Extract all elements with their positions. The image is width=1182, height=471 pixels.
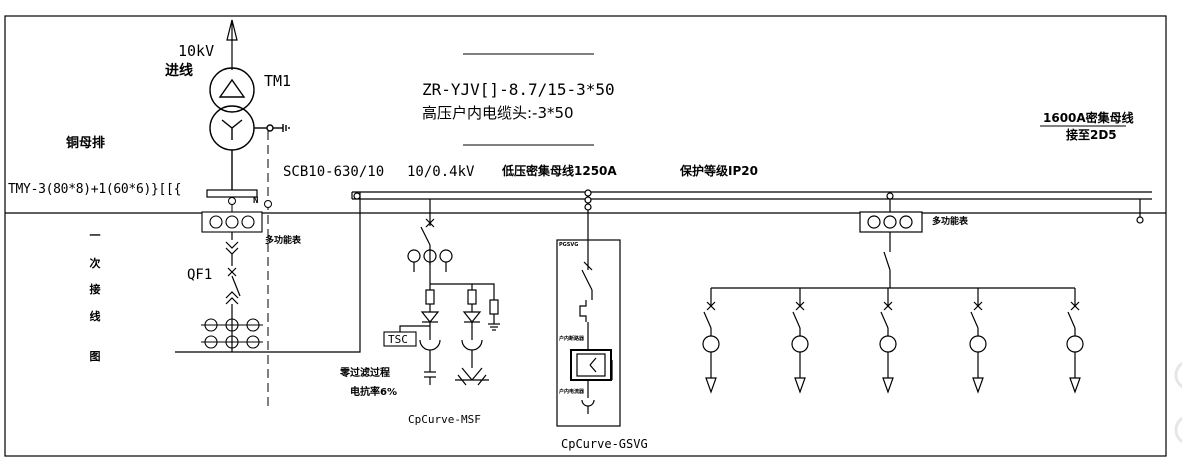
low-voltage-busbar (351, 191, 1152, 200)
feeder-2 (791, 288, 809, 394)
breaker-qf1-symbol (225, 232, 241, 352)
neutral-label: N (253, 196, 259, 206)
msf-note-1: 零过滤过程 (340, 368, 390, 379)
feeder-4 (969, 288, 987, 394)
busway-title: 1600A密集母线 (1043, 111, 1134, 125)
side-title-char: 次 (89, 257, 101, 270)
incoming-label: 进线 (165, 63, 193, 79)
side-title-char: 线 (89, 310, 101, 323)
gsvg-tag-top: PGSVG (559, 242, 579, 248)
gsvg-tag-bottom: 户内电流器 (559, 389, 585, 395)
transformer-tm1-symbol (209, 67, 290, 190)
protection-level-label: 保护等级IP20 (680, 164, 758, 178)
meter-label-1: 多功能表 (265, 236, 302, 246)
lv-connection-line (175, 192, 361, 353)
decorative-circle (1174, 361, 1182, 389)
gsvg-cabinet (556, 189, 621, 427)
tsc-box (383, 331, 417, 347)
feeder-3 (879, 288, 897, 394)
msf-note-2: 电抗率6% (350, 387, 397, 398)
incoming-voltage-label: 10kV (178, 42, 215, 60)
busway-connect: 接至2D5 (1066, 128, 1117, 142)
gsvg-tag-mid: 户内断路器 (559, 336, 585, 342)
copper-busbar-title: 铜母排 (66, 136, 106, 151)
copper-busbar-spec: TMY-3(80*8)+1(60*6)}[[{ (8, 182, 182, 197)
drawing-border (4, 15, 1167, 457)
transformer-model: SCB10-630/10 (283, 164, 385, 180)
cable-head-spec: 高压户内电缆头:-3*50 (422, 104, 574, 122)
transformer-ratio: 10/0.4kV (407, 164, 475, 180)
side-title-char: 一 (89, 229, 101, 242)
transformer-tag: TM1 (264, 72, 292, 90)
tsc-label: TSC (388, 333, 408, 346)
side-title-char: 图 (89, 350, 101, 363)
gsvg-caption: CpCurve-GSVG (561, 437, 648, 451)
side-title-char: 接 (89, 283, 101, 296)
feeder-1 (702, 288, 720, 394)
cable-spec: ZR-YJV[]-8.7/15-3*50 (422, 80, 615, 99)
msf-branch-symbol (399, 199, 500, 386)
meter-label-2: 多功能表 (932, 217, 969, 227)
current-transformers-lower (201, 318, 263, 349)
low-voltage-bus-label: 低压密集母线1250A (502, 164, 617, 178)
feeder-section (711, 192, 1144, 289)
transformer-terminal (206, 189, 258, 198)
feeder-5 (1066, 288, 1084, 394)
incoming-arrow (226, 19, 238, 70)
msf-caption: CpCurve-MSF (408, 413, 481, 426)
meter-block-1 (201, 211, 263, 233)
neutral-node (264, 200, 272, 208)
feeders (702, 288, 1084, 394)
decorative-circle (1174, 416, 1182, 444)
breaker-tag: QF1 (187, 267, 213, 283)
